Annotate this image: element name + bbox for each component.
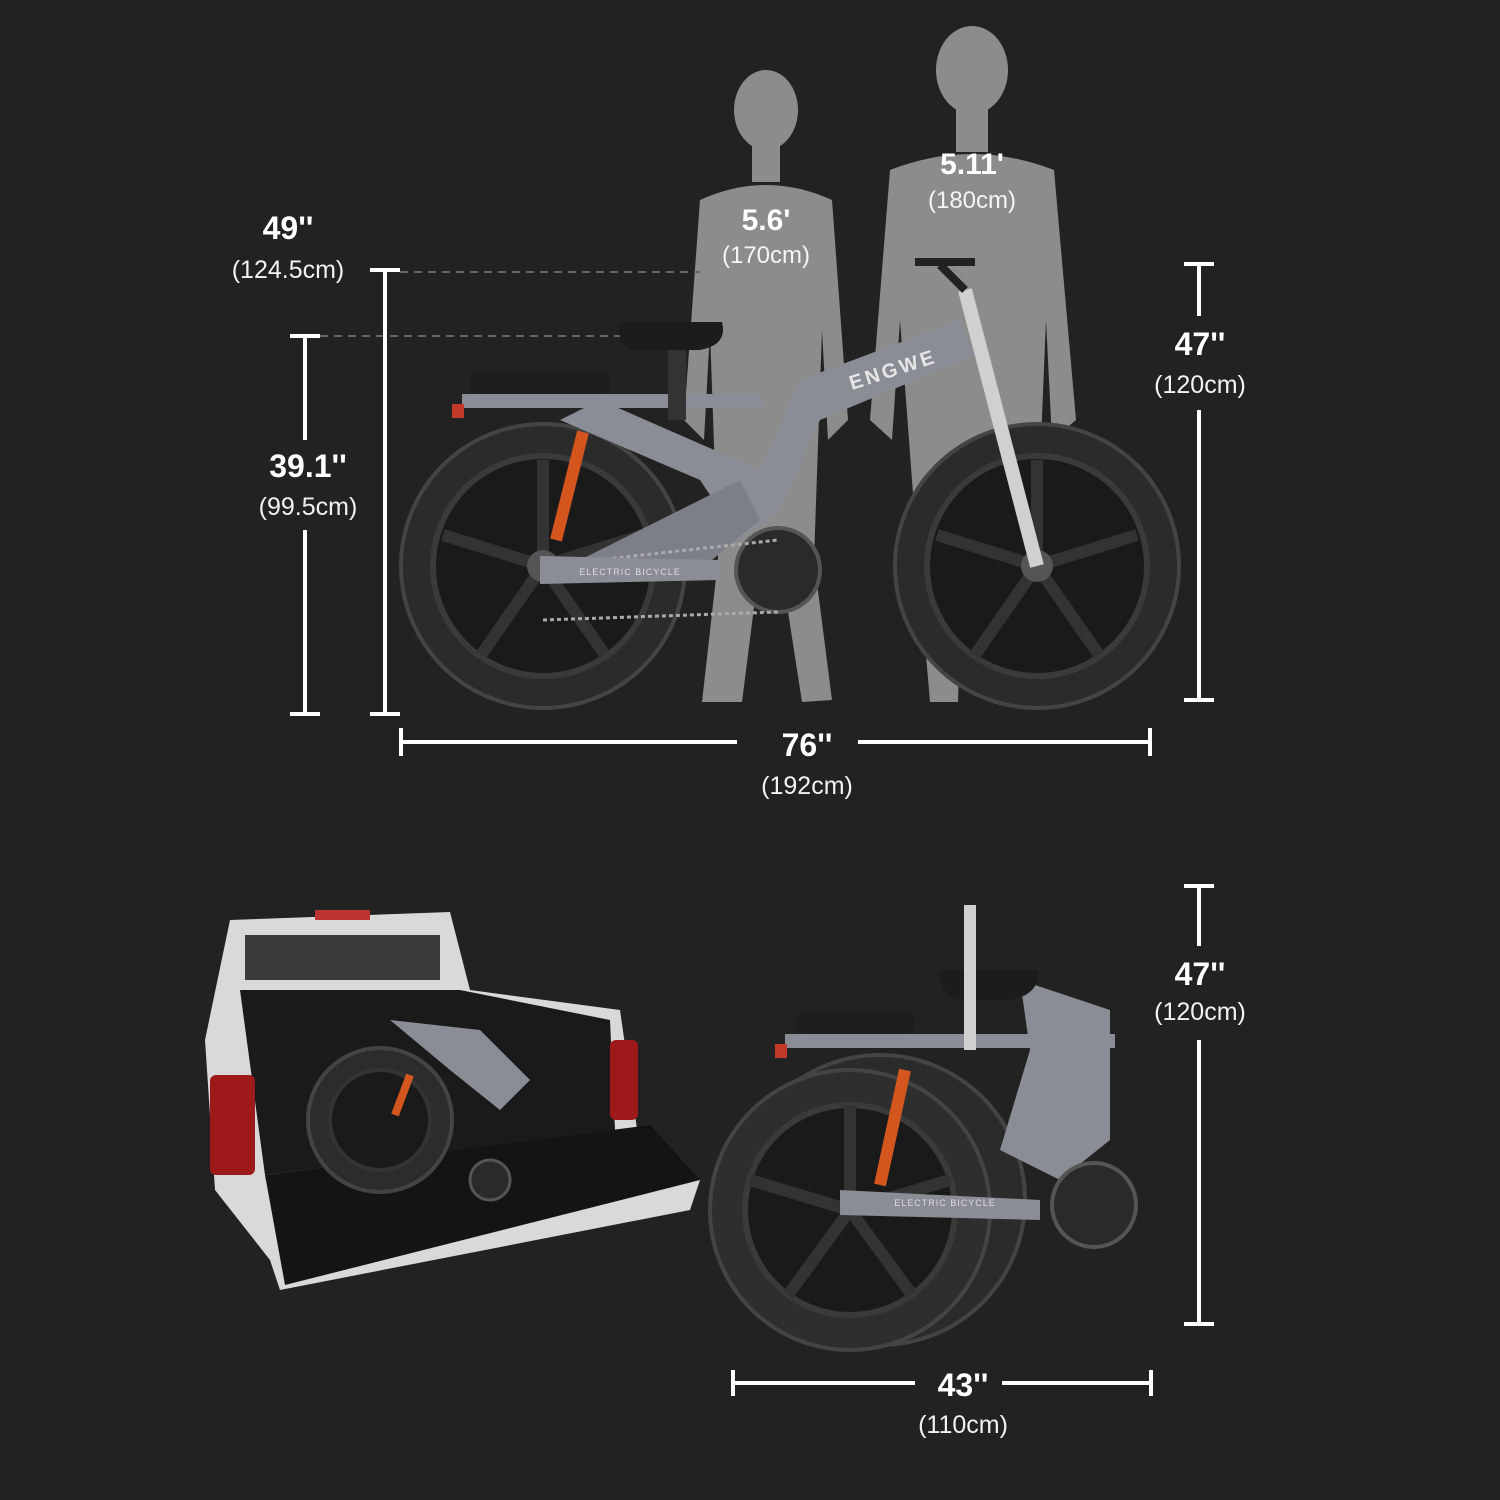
height-cm: (120cm) xyxy=(1154,371,1246,399)
folded-ebike-in-truck xyxy=(306,1020,530,1202)
folded-length-cm: (110cm) xyxy=(918,1411,1008,1439)
dim-line-seat-min xyxy=(290,334,320,716)
rider-short-cm: (170cm) xyxy=(721,242,811,269)
seat-max-inches: 49'' xyxy=(262,210,314,246)
dim-line-seat-max xyxy=(370,268,400,716)
height-inches: 47'' xyxy=(1174,326,1226,362)
frame-label: ELECTRIC BICYCLE xyxy=(579,567,681,577)
seat-min-inches: 39.1'' xyxy=(269,448,347,484)
pickup-truck xyxy=(205,910,700,1290)
svg-text:ELECTRIC BICYCLE: ELECTRIC BICYCLE xyxy=(894,1198,996,1208)
folded-height-cm: (120cm) xyxy=(1154,998,1246,1026)
length-cm: (192cm) xyxy=(761,772,853,800)
dim-line-height xyxy=(1184,262,1214,702)
folded-length-inches: 43'' xyxy=(937,1367,989,1403)
length-inches: 76'' xyxy=(781,727,833,763)
ebike-folded xyxy=(708,891,1138,1352)
rider-short-height: 5.6' xyxy=(741,204,791,237)
dim-line-folded-length xyxy=(731,1370,1153,1396)
seat-min-cm: (99.5cm) xyxy=(258,493,358,521)
ebike-unfolded xyxy=(399,258,1181,710)
dim-line-length xyxy=(399,728,1152,756)
rider-tall-cm: (180cm) xyxy=(927,187,1017,214)
seat-max-cm: (124.5cm) xyxy=(231,256,345,284)
rider-tall-height: 5.11' xyxy=(940,148,1004,181)
folded-height-inches: 47'' xyxy=(1174,956,1226,992)
dim-line-folded-height xyxy=(1184,884,1214,1326)
